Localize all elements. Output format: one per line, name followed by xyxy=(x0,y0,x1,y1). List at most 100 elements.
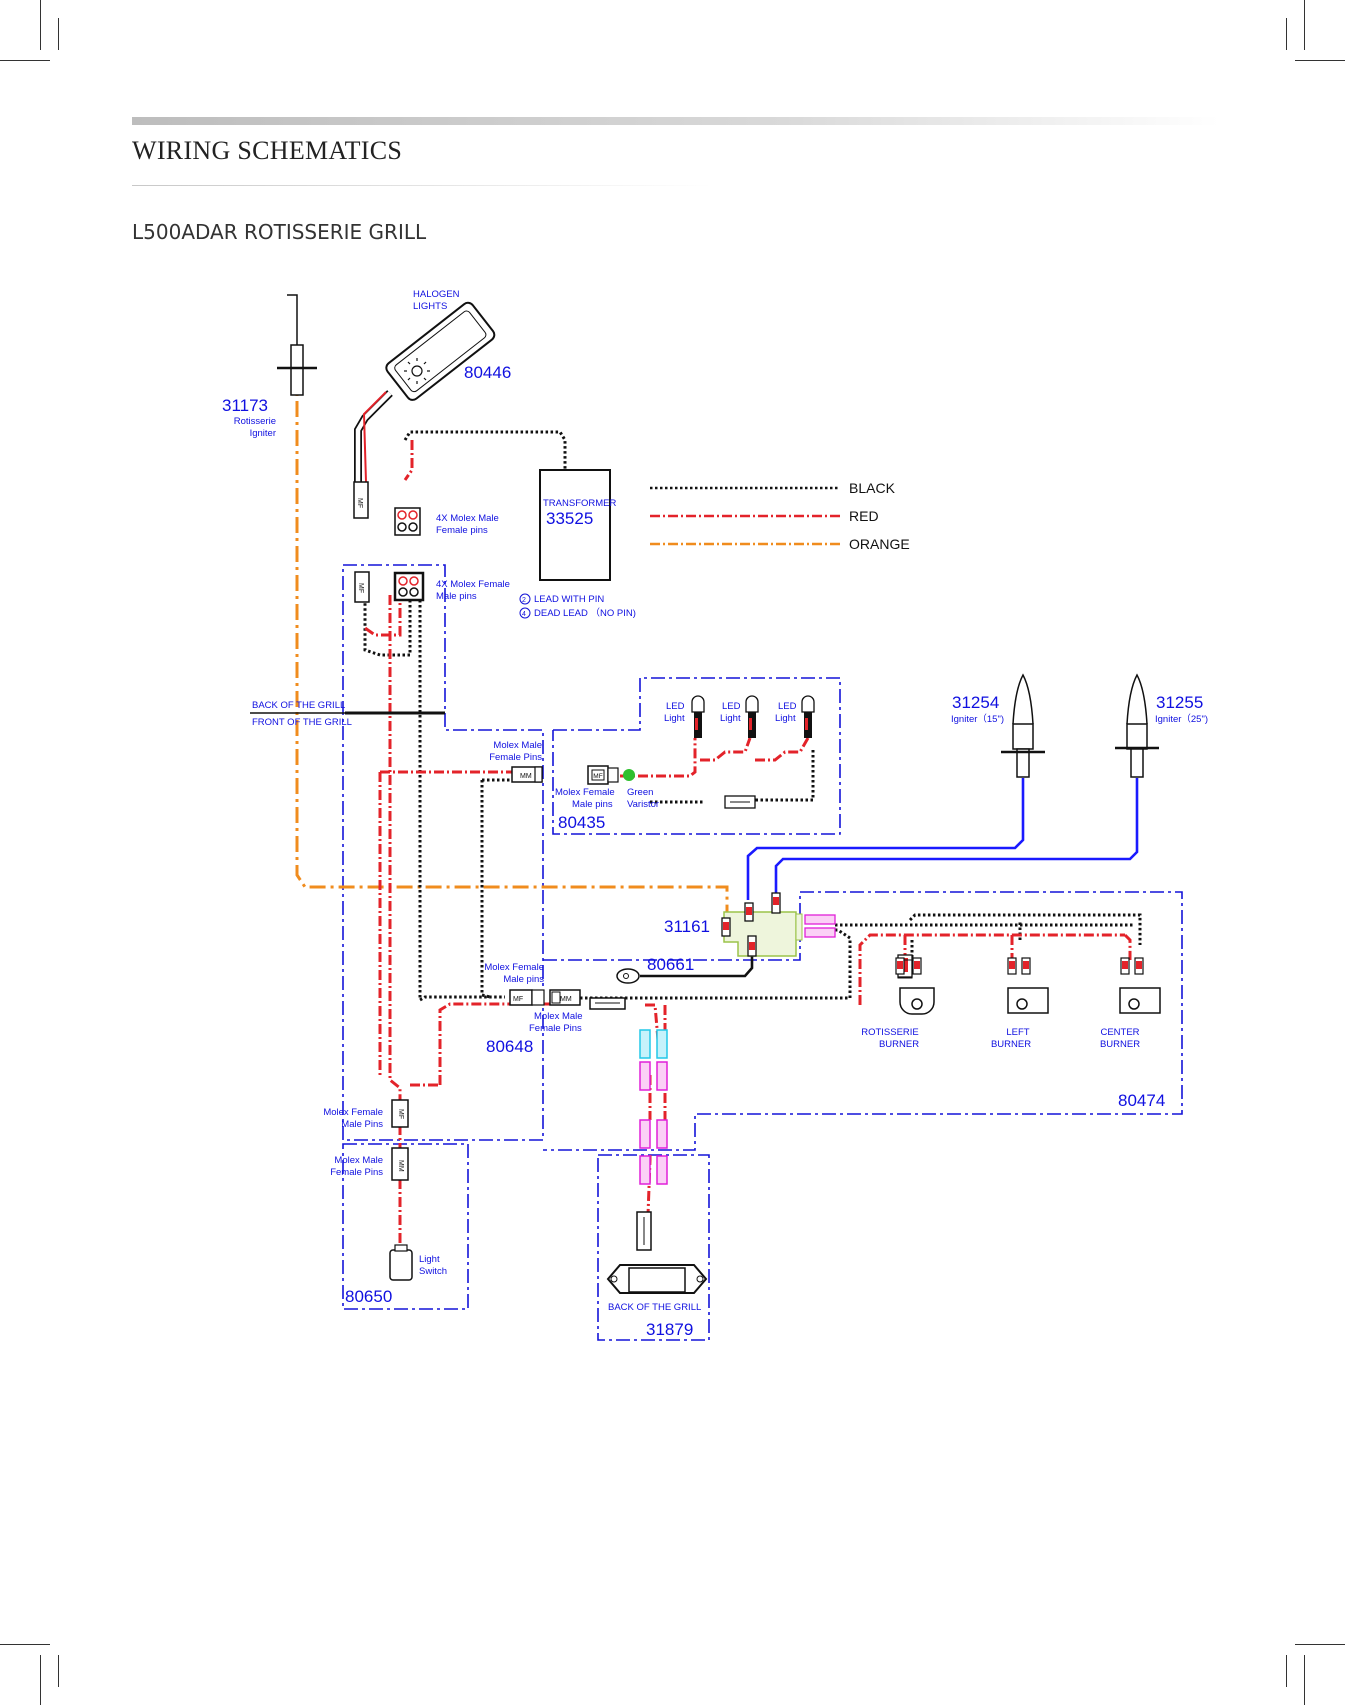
crop-mark xyxy=(58,1655,59,1687)
svg-text:HALOGEN: HALOGEN xyxy=(413,289,460,300)
svg-text:4: 4 xyxy=(522,611,526,618)
burner-terminals xyxy=(895,957,1144,975)
part-31161: 31161 xyxy=(664,917,710,936)
diagram-labels: HALOGEN LIGHTS 80446 31173 Rotisserie Ig… xyxy=(222,289,1208,1339)
legend-red: RED xyxy=(849,508,879,524)
svg-text:Light: Light xyxy=(775,713,796,724)
harness-80435-outline xyxy=(552,677,841,835)
halogen-mf-connector xyxy=(353,481,369,519)
svg-text:Molex Female: Molex Female xyxy=(484,962,544,973)
crop-mark xyxy=(0,1644,50,1645)
svg-text:Varistor: Varistor xyxy=(627,799,659,810)
wire-color-legend: BLACK RED ORANGE xyxy=(650,480,910,552)
green-varistor xyxy=(623,769,635,781)
svg-text:Molex Male: Molex Male xyxy=(493,740,542,751)
spade-connectors xyxy=(639,1029,668,1185)
part-80650: 80650 xyxy=(345,1287,392,1306)
svg-text:Molex Male: Molex Male xyxy=(334,1155,383,1166)
igniter-31254 xyxy=(1001,673,1045,778)
molex-mf-mm-lower: MF MM xyxy=(509,989,581,1006)
ignition-module xyxy=(606,1211,708,1294)
light-bulb-icon xyxy=(404,358,430,384)
svg-text:BURNER: BURNER xyxy=(991,1039,1031,1050)
crop-mark xyxy=(1304,0,1305,50)
svg-text:Igniter: Igniter xyxy=(250,428,276,439)
led-2 xyxy=(745,695,759,738)
svg-text:Rotisserie: Rotisserie xyxy=(234,416,276,427)
svg-text:4X Molex Male: 4X Molex Male xyxy=(436,513,499,524)
harness-31879-outline xyxy=(597,1154,710,1341)
harness-80474-outline xyxy=(543,891,1183,1151)
svg-text:FRONT OF THE GRILL: FRONT OF THE GRILL xyxy=(252,717,352,728)
svg-text:Igniter（15"): Igniter（15") xyxy=(951,713,1004,725)
harness-80648-outline xyxy=(342,564,544,1141)
red-wires xyxy=(364,440,1132,1250)
pin-legend: 2 4 xyxy=(519,593,531,619)
led-lights xyxy=(691,695,815,738)
igniter-31255 xyxy=(1115,673,1159,778)
part-33525: 33525 xyxy=(546,509,593,528)
svg-text:LEAD WITH PIN: LEAD WITH PIN xyxy=(534,594,604,605)
part-80435: 80435 xyxy=(558,813,605,832)
svg-text:Green: Green xyxy=(627,787,653,798)
svg-text:MF: MF xyxy=(397,1109,404,1119)
molex-4x-female xyxy=(393,571,425,602)
svg-text:Switch: Switch xyxy=(419,1266,447,1277)
svg-text:Female Pins: Female Pins xyxy=(330,1167,383,1178)
ground-wire xyxy=(640,955,754,978)
legend-orange: ORANGE xyxy=(849,536,910,552)
harness-outlines xyxy=(342,564,1183,1341)
svg-text:MM: MM xyxy=(397,1160,404,1172)
svg-text:LED: LED xyxy=(722,701,741,712)
part-31255: 31255 xyxy=(1156,693,1203,712)
burner-center xyxy=(1119,987,1161,1014)
part-80446: 80446 xyxy=(464,363,511,382)
svg-text:Molex Male: Molex Male xyxy=(534,1011,583,1022)
crop-mark xyxy=(1304,1655,1305,1705)
led-harness-connectors: MF xyxy=(587,765,756,809)
svg-text:MF: MF xyxy=(357,583,364,593)
crop-mark xyxy=(1295,1644,1345,1645)
svg-text:Light: Light xyxy=(419,1254,440,1265)
crop-mark xyxy=(58,18,59,50)
svg-text:Male Pins: Male Pins xyxy=(341,1119,383,1130)
svg-text:Male pins: Male pins xyxy=(436,591,477,602)
svg-text:BURNER: BURNER xyxy=(879,1039,919,1050)
svg-text:LED: LED xyxy=(666,701,685,712)
svg-text:Molex Female: Molex Female xyxy=(555,787,615,798)
crop-mark xyxy=(1295,60,1345,61)
svg-text:Female Pins: Female Pins xyxy=(529,1023,582,1034)
svg-text:LIGHTS: LIGHTS xyxy=(413,301,447,312)
svg-text:LEFT: LEFT xyxy=(1006,1027,1029,1038)
svg-text:LED: LED xyxy=(778,701,797,712)
svg-text:DEAD LEAD （NO PIN): DEAD LEAD （NO PIN) xyxy=(534,607,636,619)
svg-text:Female pins: Female pins xyxy=(436,525,488,536)
part-80661: 80661 xyxy=(647,955,694,974)
svg-text:Molex Female: Molex Female xyxy=(323,1107,383,1118)
svg-text:Male pins: Male pins xyxy=(572,799,613,810)
svg-text:BURNER: BURNER xyxy=(1100,1039,1140,1050)
crop-mark xyxy=(0,60,50,61)
svg-text:Male pins: Male pins xyxy=(503,974,544,985)
svg-text:MF: MF xyxy=(513,996,523,1003)
light-switch xyxy=(389,1244,413,1281)
inline-fuse xyxy=(589,997,626,1010)
svg-text:CENTER: CENTER xyxy=(1100,1027,1139,1038)
led-1 xyxy=(691,695,705,738)
svg-text:Igniter（25"): Igniter（25") xyxy=(1155,713,1208,725)
igniter-blue-wires xyxy=(746,778,1139,900)
svg-text:MM: MM xyxy=(520,773,532,780)
part-31173: 31173 xyxy=(222,396,268,415)
burner-left xyxy=(1007,987,1049,1014)
svg-text:Light: Light xyxy=(720,713,741,724)
svg-text:4X Molex Female: 4X Molex Female xyxy=(436,579,510,590)
svg-text:ROTISSERIE: ROTISSERIE xyxy=(861,1027,919,1038)
legend-black: BLACK xyxy=(849,480,896,496)
transformer-box xyxy=(539,469,611,581)
part-80648: 80648 xyxy=(486,1037,533,1056)
molex-mm-connector: MM xyxy=(511,766,543,783)
crop-mark xyxy=(40,1655,41,1705)
manifold-31161 xyxy=(721,892,836,957)
harness-80650-outline xyxy=(342,1143,469,1310)
